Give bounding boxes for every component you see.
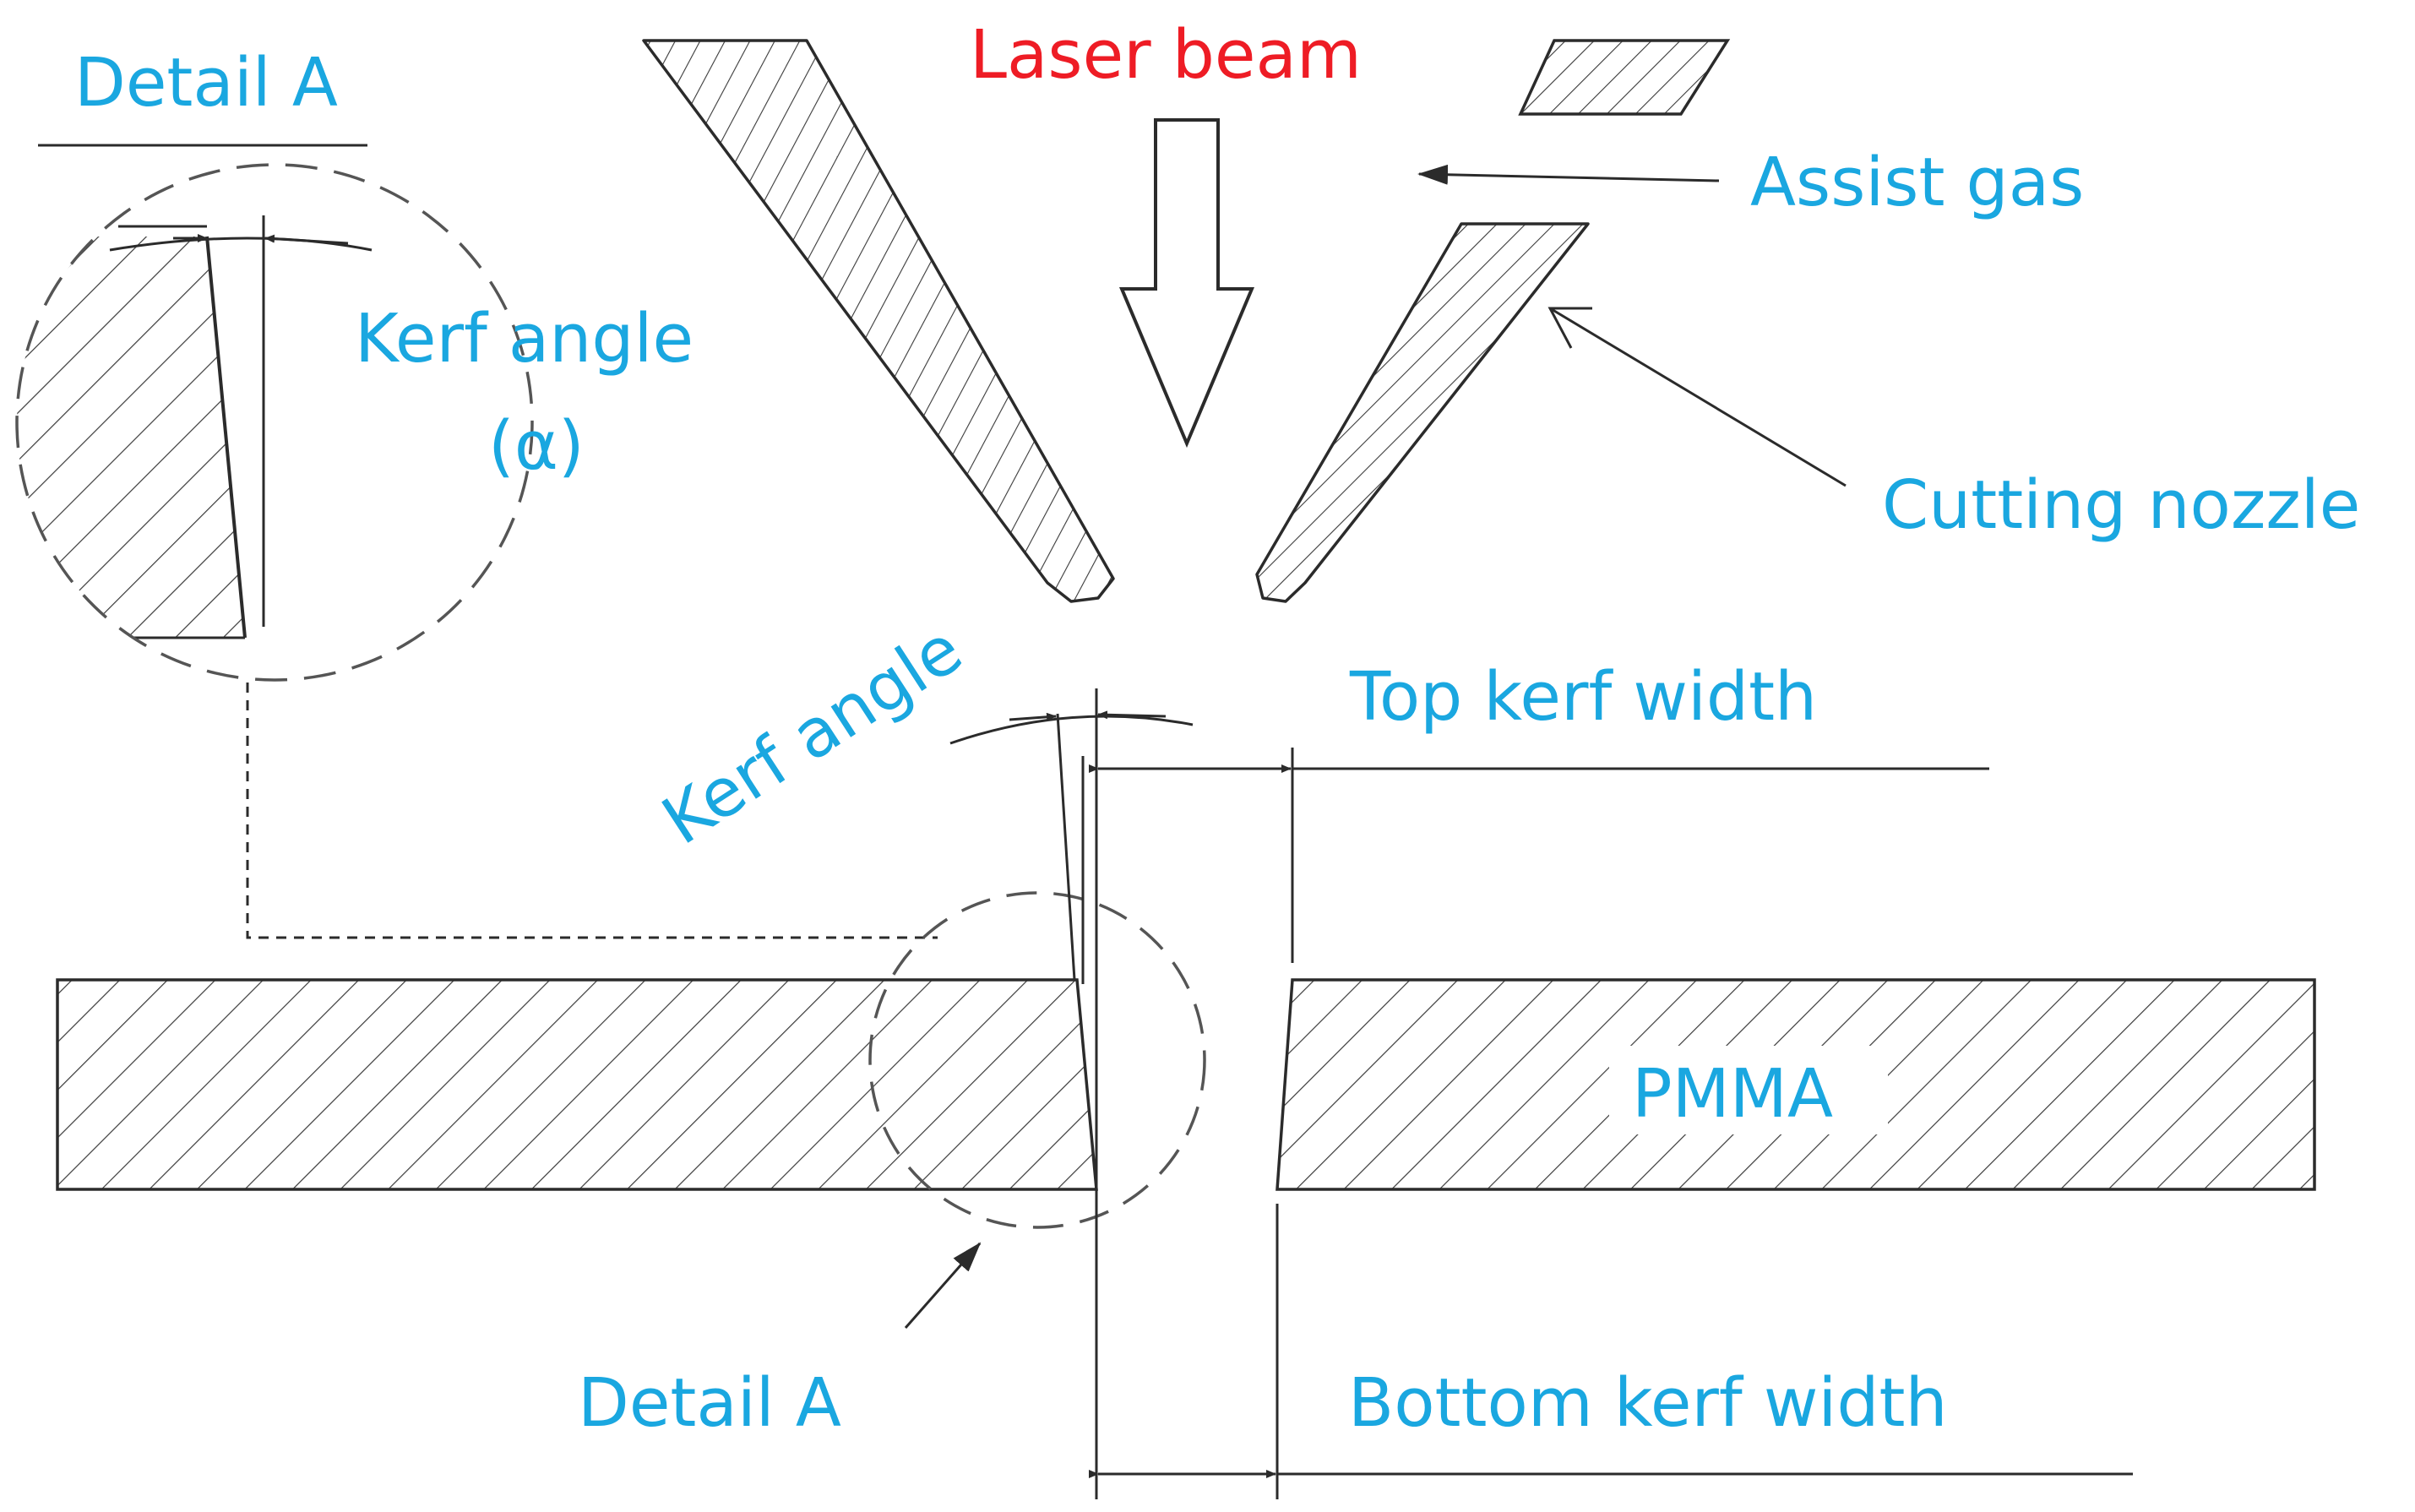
nozzle-right-top: [1518, 39, 1731, 116]
laser-beam-arrow: [1118, 118, 1255, 449]
cutting-nozzle-pointer: [1549, 307, 1847, 487]
pmma-workpiece: [56, 978, 2316, 1191]
cutting-nozzle: [642, 39, 1731, 603]
detail-a-location-circle: [868, 891, 1206, 1229]
laser-beam-label: Laser beam: [970, 16, 1362, 94]
pmma-left-plate: [56, 978, 1098, 1191]
kerf-dimensions: [949, 688, 2133, 1499]
pmma-label-knockout: [1609, 1046, 1888, 1134]
top-kerf-width-label: Top kerf width: [1349, 658, 1817, 736]
cutting-nozzle-label: Cutting nozzle: [1882, 466, 2360, 544]
kerf-angle-arc: [949, 715, 1194, 745]
kerf-angle-main-label: Kerf angle: [649, 610, 975, 860]
nozzle-left-wall: [642, 39, 1115, 603]
kerf-angle-detail-label: Kerf angle: [355, 300, 693, 378]
pmma-label: PMMA: [1632, 1055, 1833, 1133]
assist-gas-pointer: [1417, 164, 1720, 185]
detail-a-dashed-circle: [15, 163, 534, 682]
detail-a-callout-label: Detail A: [578, 1364, 841, 1442]
detail-a-material-section: [17, 237, 245, 638]
assist-gas-label: Assist gas: [1750, 144, 2084, 221]
bottom-kerf-width-label: Bottom kerf width: [1348, 1364, 1948, 1442]
detail-a-callout-pointer: [904, 1242, 982, 1329]
nozzle-right-bottom: [1255, 222, 1590, 603]
kerf-angle-symbol: (α): [488, 407, 585, 485]
detail-a-inset: [15, 144, 534, 682]
detail-a-angle-arc: [109, 237, 373, 252]
detail-a-leader-dashed: [246, 683, 938, 939]
detail-a-title: Detail A: [74, 44, 338, 122]
